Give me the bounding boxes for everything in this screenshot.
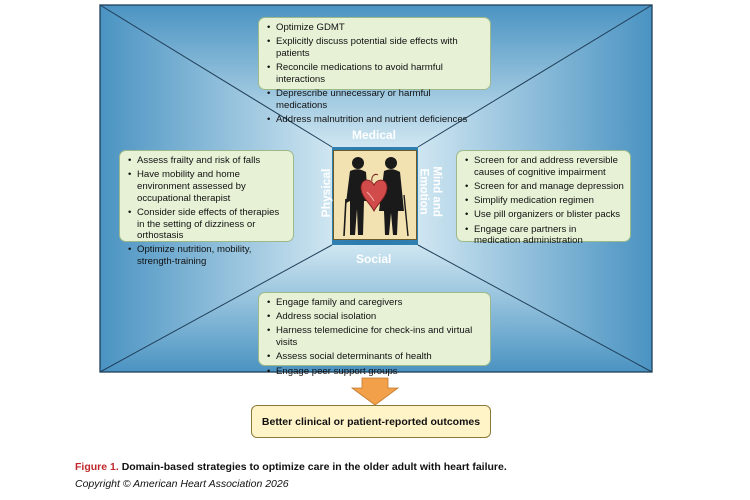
list-item: Explicitly discuss potential side effect…: [267, 36, 484, 59]
medical-strategies-list: Optimize GDMT Explicitly discuss potenti…: [267, 22, 484, 126]
medical-strategies-box: Optimize GDMT Explicitly discuss potenti…: [258, 17, 491, 125]
domain-label-medical: Medical: [352, 128, 397, 142]
figure-number: Figure 1.: [75, 461, 119, 473]
domain-label-physical: Physical: [319, 168, 333, 218]
domain-label-mind: Mind and: [430, 166, 443, 217]
down-arrow-icon: [350, 377, 400, 406]
figure-caption: Figure 1. Domain-based strategies to opt…: [75, 461, 507, 473]
mind-emotion-strategies-box: Screen for and address reversible causes…: [456, 150, 631, 246]
list-item: Address social isolation: [267, 311, 484, 323]
physical-strategies-box: Assess frailty and risk of falls Have mo…: [119, 150, 294, 267]
list-item: Have mobility and home environment asses…: [128, 169, 287, 204]
mind-emotion-strategies-list: Screen for and address reversible causes…: [465, 155, 624, 247]
domain-label-social: Social: [356, 252, 392, 266]
list-item: Reconcile medications to avoid harmful i…: [267, 62, 484, 85]
list-item: Engage peer support groups: [267, 366, 484, 378]
list-item: Use pill organizers or blister packs: [465, 209, 624, 221]
list-item: Consider side effects of therapies in th…: [128, 207, 287, 242]
outcome-box: Better clinical or patient-reported outc…: [251, 405, 491, 438]
copyright-notice: Copyright © American Heart Association 2…: [75, 478, 289, 490]
list-item: Optimize GDMT: [267, 22, 484, 34]
list-item: Deprescribe unnecessary or harmful medic…: [267, 88, 484, 111]
list-item: Address malnutrition and nutrient defici…: [267, 114, 484, 126]
figure-caption-text: Domain-based strategies to optimize care…: [121, 461, 507, 473]
list-item: Screen for and address reversible causes…: [465, 155, 624, 178]
heart-icon: [360, 173, 388, 213]
social-strategies-box: Engage family and caregivers Address soc…: [258, 292, 491, 377]
older-adults-heart-illustration: [333, 150, 417, 240]
list-item: Assess frailty and risk of falls: [128, 155, 287, 167]
domain-label-mind-emotion: Mind and Emotion: [417, 154, 443, 230]
list-item: Harness telemedicine for check-ins and v…: [267, 325, 484, 348]
social-strategies-list: Engage family and caregivers Address soc…: [267, 297, 484, 377]
physical-strategies-list: Assess frailty and risk of falls Have mo…: [128, 155, 287, 268]
list-item: Engage family and caregivers: [267, 297, 484, 309]
domain-label-emotion: Emotion: [418, 168, 430, 215]
list-item: Screen for and manage depression: [465, 181, 624, 193]
list-item: Assess social determinants of health: [267, 351, 484, 363]
list-item: Engage care partners in medication admin…: [465, 224, 624, 247]
list-item: Simplify medication regimen: [465, 195, 624, 207]
list-item: Optimize nutrition, mobility, strength-t…: [128, 244, 287, 267]
